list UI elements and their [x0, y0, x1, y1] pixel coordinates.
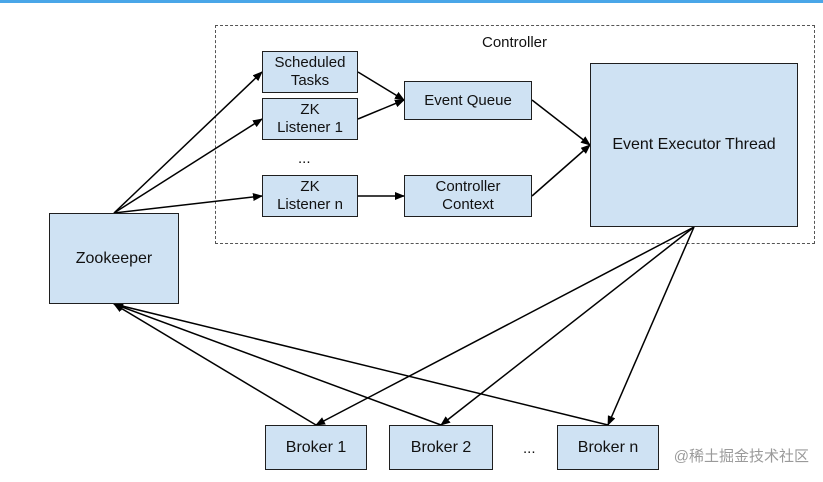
event-queue-node: Event Queue: [404, 81, 532, 120]
arrow-scheduled-tasks-to-event-queue: [357, 71, 405, 101]
brokers-ellipsis: ...: [523, 440, 536, 457]
zookeeper-node: Zookeeper: [49, 213, 179, 304]
arrow-zookeeper-to-zk-listener-1: [113, 118, 263, 214]
arrow-event-executor-thread-to-broker-2: [440, 226, 695, 426]
edge-group: [113, 71, 695, 426]
arrow-controller-context-to-event-executor-thread: [531, 144, 591, 197]
arrow-broker-n-to-zookeeper: [113, 302, 609, 426]
arrow-event-executor-thread-to-broker-1: [315, 226, 695, 426]
broker-1-node: Broker 1: [265, 425, 367, 470]
scheduled-tasks-node: Scheduled Tasks: [262, 51, 358, 93]
broker-n-node: Broker n: [557, 425, 659, 470]
listeners-ellipsis: ...: [298, 150, 311, 167]
controller-context-node: Controller Context: [404, 175, 532, 217]
zk-listener-n-node: ZK Listener n: [262, 175, 358, 217]
controller-boundary: [215, 25, 815, 244]
arrow-event-executor-thread-to-broker-n: [607, 226, 695, 426]
arrow-zookeeper-to-zk-listener-n: [113, 193, 263, 214]
arrow-event-queue-to-event-executor-thread: [531, 99, 591, 146]
controller-label: Controller: [482, 34, 548, 51]
broker-2-node: Broker 2: [389, 425, 493, 470]
zk-listener-1-node: ZK Listener 1: [262, 98, 358, 140]
arrow-broker-2-to-zookeeper: [113, 303, 442, 426]
top-accent-stripe: [0, 0, 823, 3]
arrow-zk-listener-1-to-event-queue: [357, 99, 405, 120]
event-executor-thread-node: Event Executor Thread: [590, 63, 798, 227]
arrow-zookeeper-to-scheduled-tasks: [113, 71, 263, 214]
watermark-text: @稀土掘金技术社区: [673, 448, 809, 465]
arrow-broker-1-to-zookeeper: [113, 303, 317, 426]
